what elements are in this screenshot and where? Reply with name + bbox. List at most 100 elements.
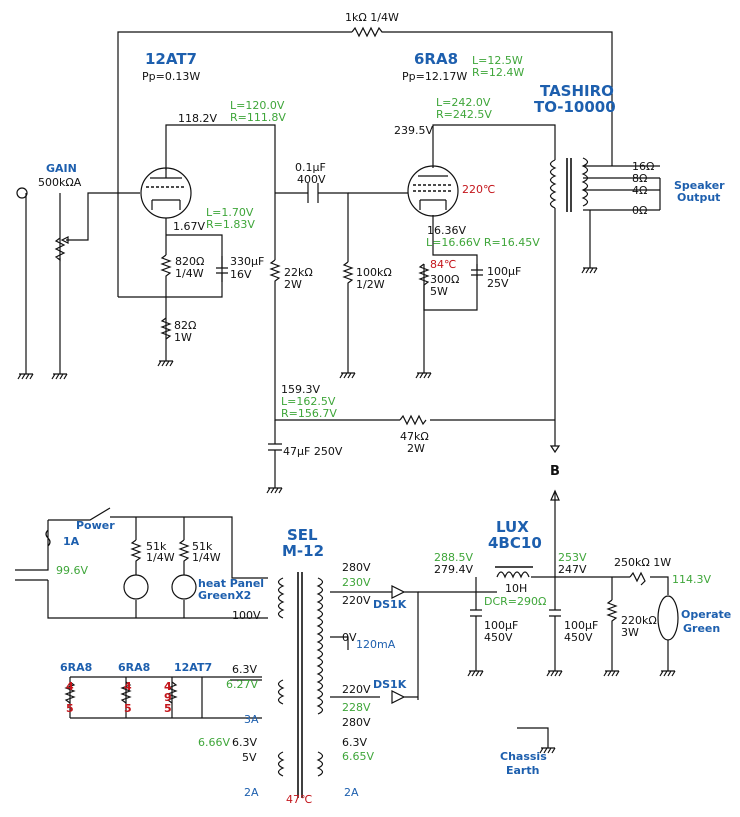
ground-symbols-psu [467, 664, 676, 754]
c-filter1-value: 100µF [484, 619, 518, 632]
heater-2-voltage: 6.3V [232, 736, 257, 749]
pt-sec-220b: 220V [342, 683, 371, 696]
r-bleeder-label: 250kΩ 1W [614, 556, 671, 569]
v1-plate-voltage: 118.2V [178, 112, 217, 125]
b-plus-label: B [550, 464, 560, 479]
c-filter1-rating: 450V [484, 631, 513, 644]
r-decoupling-rating: 2W [407, 442, 425, 455]
r-k1-value: 820Ω [175, 255, 204, 268]
pt-sec-230: 230V [342, 576, 371, 589]
tube-12at7 [140, 167, 192, 219]
r-neon2-rating: 1/4W [192, 551, 221, 564]
chassis-label: Chassis [500, 750, 547, 763]
v1-cathode-right: R=1.83V [206, 218, 255, 231]
node-159-left: L=162.5V [281, 395, 336, 408]
speaker-label: Speaker [674, 179, 725, 192]
lamp-voltage: 114.3V [672, 573, 711, 586]
pt-sec-228: 228V [342, 701, 371, 714]
choke-brand: LUX [496, 518, 529, 536]
v1-cathode-left: L=1.70V [206, 206, 254, 219]
v2-power-right: R=12.4W [472, 66, 524, 79]
v1-plate-left: L=120.0V [230, 99, 285, 112]
heater-tube-1-name: 6RA8 [60, 661, 92, 674]
c-decoupling-value: 47µF 250V [283, 445, 343, 458]
choke-input-voltage-2: 279.4V [434, 563, 473, 576]
r-k1b-rating: 1W [174, 331, 192, 344]
heater-tube-2-name: 6RA8 [118, 661, 150, 674]
opt-tap-16: 16Ω [632, 160, 654, 173]
r-220k-rating: 3W [621, 626, 639, 639]
power-switch-label: Power [76, 519, 115, 532]
r-k2-rating: 5W [430, 285, 448, 298]
pt-brand: SEL [287, 526, 318, 544]
heater-2-measured: 6.66V [198, 736, 230, 749]
choke-dcr: DCR=290Ω [484, 595, 546, 608]
r-grid2-rating: 1/2W [356, 278, 385, 291]
operate-lamp-label: Operate [681, 608, 731, 621]
r-neon2-value: 51k [192, 540, 213, 553]
heater-tube-3-pin-b: 9 [164, 691, 172, 704]
pt-current: 120mA [356, 638, 396, 651]
chassis-earth-label: Earth [506, 764, 539, 777]
r-k1b-value: 82Ω [174, 319, 196, 332]
heater-tube-2-pin-b: 5 [124, 702, 132, 715]
c-k1-value: 330µF [230, 255, 264, 268]
v2-tube-name: 6RA8 [414, 50, 458, 68]
heater-3-current: 2A [344, 786, 359, 799]
r-220k-value: 220kΩ [621, 614, 657, 627]
heater-3-measured: 6.65V [342, 750, 374, 763]
v2-power-left: L=12.5W [472, 54, 523, 67]
amplifier-wiring [25, 26, 661, 482]
v2-cathode-left-right: L=16.66V R=16.45V [426, 236, 540, 249]
pt-center-tap: 0V [342, 631, 357, 644]
node-159-right: R=156.7V [281, 407, 337, 420]
r-decoupling-value: 47kΩ [400, 430, 429, 443]
v2-plate-right: R=242.5V [436, 108, 492, 121]
v2-plate-left: L=242.0V [436, 96, 491, 109]
v1-cathode-voltage: 1.67V [173, 220, 205, 233]
choke-model: 4BC10 [488, 534, 542, 552]
c-k2-value: 100µF [487, 265, 521, 278]
opt-tap-8: 8Ω [632, 172, 647, 185]
r-neon1-value: 51k [146, 540, 167, 553]
choke-output-voltage: 253V [558, 551, 587, 564]
c-k2-rating: 25V [487, 277, 509, 290]
v2-cathode-voltage: 16.36V [427, 224, 466, 237]
r-k2-value: 300Ω [430, 273, 459, 286]
speaker-output-label: Output [677, 191, 720, 204]
v2-cathode-temperature: 84℃ [430, 258, 456, 271]
pt-model: M-12 [282, 542, 324, 560]
heater-2-5v: 5V [242, 751, 257, 764]
fuse-label: 1A [63, 535, 80, 548]
ground-symbols [17, 261, 598, 494]
heater-1-voltage: 6.3V [232, 663, 257, 676]
heater-1-current: 3A [244, 713, 259, 726]
power-wiring [15, 489, 679, 798]
r-plate-value: 22kΩ [284, 266, 313, 279]
r-k1-rating: 1/4W [175, 267, 204, 280]
heater-tube-1-pin-b: 5 [66, 702, 74, 715]
gain-value: 500kΩA [38, 176, 82, 189]
c-filter2-value: 100µF [564, 619, 598, 632]
diode-1-label: DS1K [373, 598, 407, 611]
pt-temperature: 47℃ [286, 793, 312, 806]
r-neon1-rating: 1/4W [146, 551, 175, 564]
c-filter2-rating: 450V [564, 631, 593, 644]
v2-temperature: 220℃ [462, 183, 495, 196]
c-coupling-rating: 400V [297, 173, 326, 186]
node-159-voltage: 159.3V [281, 383, 320, 396]
v2-plate-voltage: 239.5V [394, 124, 433, 137]
r-grid2-value: 100kΩ [356, 266, 392, 279]
choke-input-voltage: 288.5V [434, 551, 473, 564]
opt-brand: TASHIRO [540, 82, 614, 100]
v1-tube-name: 12AT7 [145, 50, 197, 68]
heater-tube-3-name: 12AT7 [174, 661, 212, 674]
heater-tube-2-pin-a: 4 [124, 680, 132, 693]
heater-2-current: 2A [244, 786, 259, 799]
input-jack-icon [16, 187, 28, 199]
operate-lamp-color: Green [683, 622, 720, 635]
diode-2-label: DS1K [373, 678, 407, 691]
heater-tube-1-pin-a: 4 [66, 680, 74, 693]
v1-plate-right: R=111.8V [230, 111, 286, 124]
nfb-resistor-label: 1kΩ 1/4W [345, 11, 399, 24]
